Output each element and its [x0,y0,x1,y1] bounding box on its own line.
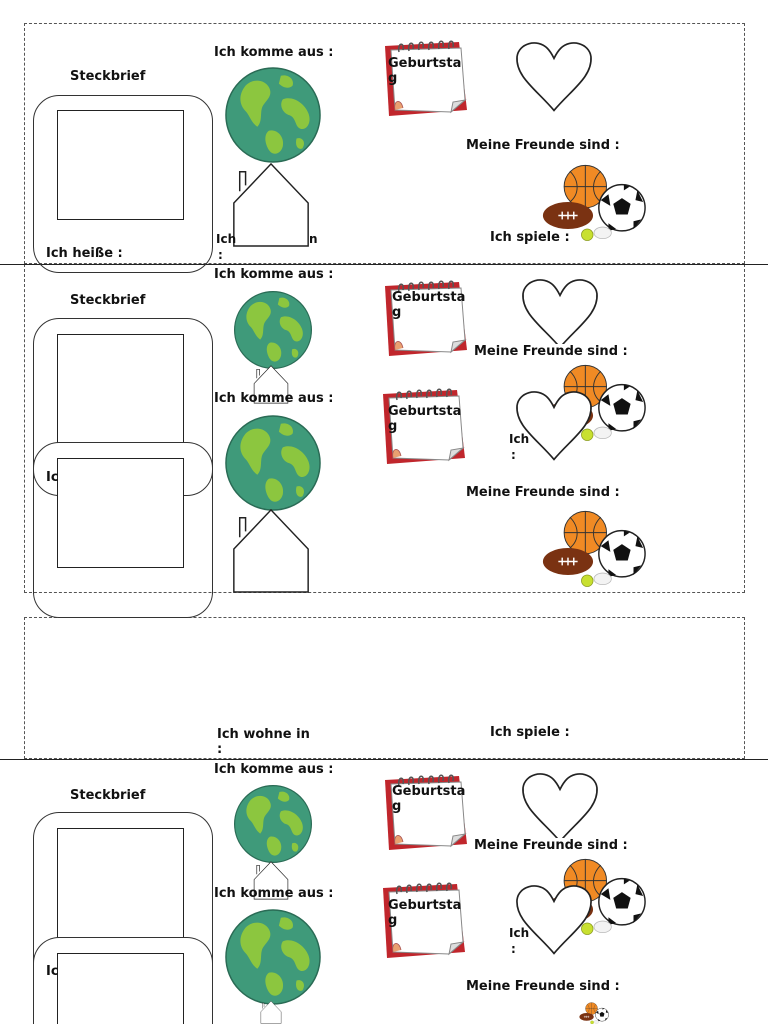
house-outline-icon [231,506,311,594]
text-fragment: Ich [509,432,530,446]
steckbrief-title: Steckbrief [70,69,146,84]
cut-line [0,759,768,760]
photo-box [57,828,184,938]
play-label: Ich spiele : [490,725,570,740]
birthday-label: Geburtstag [392,290,466,320]
photo-frame [33,812,213,1024]
card-frame [24,617,745,759]
friends-label: Meine Freunde sind : [466,485,620,500]
friends-label: Meine Freunde sind : [466,979,620,994]
origin-label: Ich komme aus : [214,45,334,60]
globe-icon [224,784,322,864]
steckbrief-title: Steckbrief [70,293,146,308]
text-fragment: Ic [46,470,59,485]
origin-label: Ich komme aus : [214,267,334,282]
frame-edge [33,496,213,594]
origin-label: Ich komme aus : [214,886,334,901]
card-frame [24,23,745,264]
name-label: Ich heiße : [46,246,123,261]
photo-frame [33,95,213,273]
photo-box [57,110,184,220]
text-fragment: n [309,232,318,246]
house-outline-icon [231,1000,311,1024]
globe-icon [224,908,322,1006]
birthday-label: Geburtstag [388,898,462,928]
text-fragment: : [218,248,223,262]
sports-balls-icon [541,508,647,588]
photo-box [57,334,184,444]
friends-label: Meine Freunde sind : [474,838,628,853]
text-fragment: Ich [509,926,530,940]
origin-label: Ich komme aus : [214,391,334,406]
photo-box [57,458,184,568]
heart-outline-icon [512,876,596,962]
heart-outline-icon [512,382,596,468]
steckbrief-title: Steckbrief [70,788,146,803]
sports-balls-icon [541,1002,647,1024]
origin-label: Ich komme aus : [214,762,334,777]
house-outline-icon [231,160,311,248]
birthday-label: Geburtstag [388,404,462,434]
birthday-label: Geburtstag [388,56,462,86]
birthday-label: Geburtstag [392,784,466,814]
cut-line [0,264,768,265]
globe-icon [224,414,322,512]
friends-label: Meine Freunde sind : [466,138,620,153]
text-fragment: : [511,942,516,956]
friends-label: Meine Freunde sind : [474,344,628,359]
photo-box [57,953,184,1024]
play-label: Ich spiele : [490,230,570,245]
text-fragment: : [511,448,516,462]
residence-label: Ich wohne in : [217,727,310,757]
globe-icon [224,66,322,164]
heart-outline-icon [512,33,596,119]
text-fragment: Ich [216,232,237,246]
globe-icon [224,290,322,370]
text-fragment: Ic [46,964,59,979]
